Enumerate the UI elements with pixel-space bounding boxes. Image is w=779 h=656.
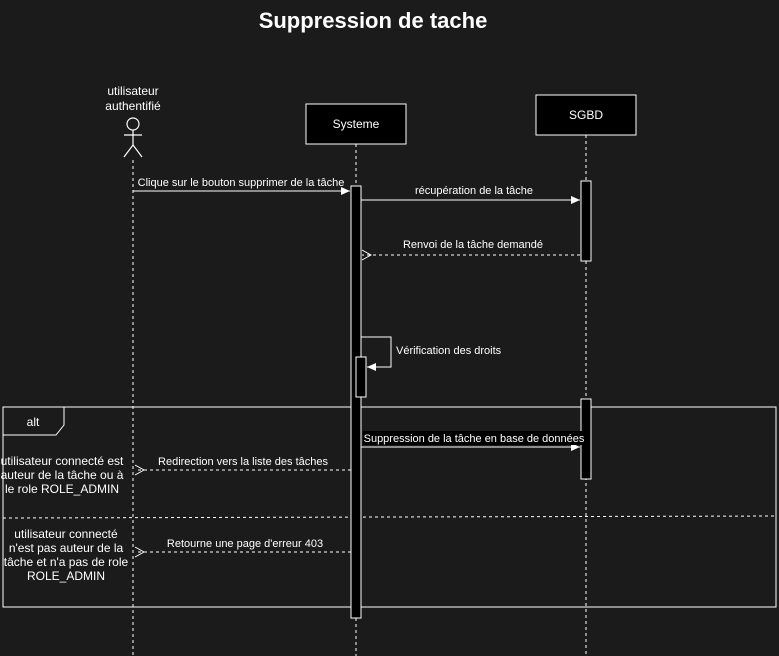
guard1-line2: auteur de la tâche ou à xyxy=(1,468,124,482)
actor-icon xyxy=(123,117,143,158)
guard1-line1: utilisateur connecté est xyxy=(1,454,124,468)
alt-frame-tag xyxy=(2,406,65,436)
message-arrow-self-check xyxy=(361,336,392,371)
message-label-redirect: Redirection vers la liste des tâches xyxy=(158,456,328,468)
message-label-error: Retourne une page d'erreur 403 xyxy=(167,538,323,550)
alt-frame xyxy=(2,406,777,608)
guard2-line4: ROLE_ADMIN xyxy=(27,569,105,583)
guard2-line2: n'est pas auteur de la xyxy=(9,541,124,555)
actor-label-line2: authentifié xyxy=(105,99,161,113)
message-label-delete: Suppression de la tâche en base de donné… xyxy=(364,433,585,445)
participant-system-label: Systeme xyxy=(333,117,380,131)
message-label-delete-bg xyxy=(363,431,585,445)
participant-db-box xyxy=(535,94,637,136)
participant-system-box xyxy=(305,103,407,145)
alt-tag-label: alt xyxy=(27,415,40,429)
actor-label-line1: utilisateur xyxy=(107,84,158,98)
participant-db-label: SGBD xyxy=(569,108,603,122)
message-label-self-check: Vérification des droits xyxy=(396,345,502,357)
alt-guard-1: utilisateur connecté est auteur de la tâ… xyxy=(1,454,124,496)
alt-guard-2: utilisateur connecté n'est pas auteur de… xyxy=(4,527,129,583)
message-label-fetch: récupération de la tâche xyxy=(415,185,533,197)
message-label-return-task: Renvoi de la tâche demandé xyxy=(403,239,543,251)
message-label-click: Clique sur le bouton supprimer de la tâc… xyxy=(138,177,345,189)
diagram-title: Suppression de tache xyxy=(259,8,488,33)
activation-db-1 xyxy=(580,180,592,262)
activation-system-self xyxy=(355,356,367,398)
guard2-line3: tâche et n'a pas de role xyxy=(4,555,129,569)
guard1-line3: le role ROLE_ADMIN xyxy=(5,482,119,496)
activation-system-main xyxy=(350,185,362,619)
alt-divider xyxy=(2,515,777,519)
guard2-line1: utilisateur connecté xyxy=(14,527,118,541)
